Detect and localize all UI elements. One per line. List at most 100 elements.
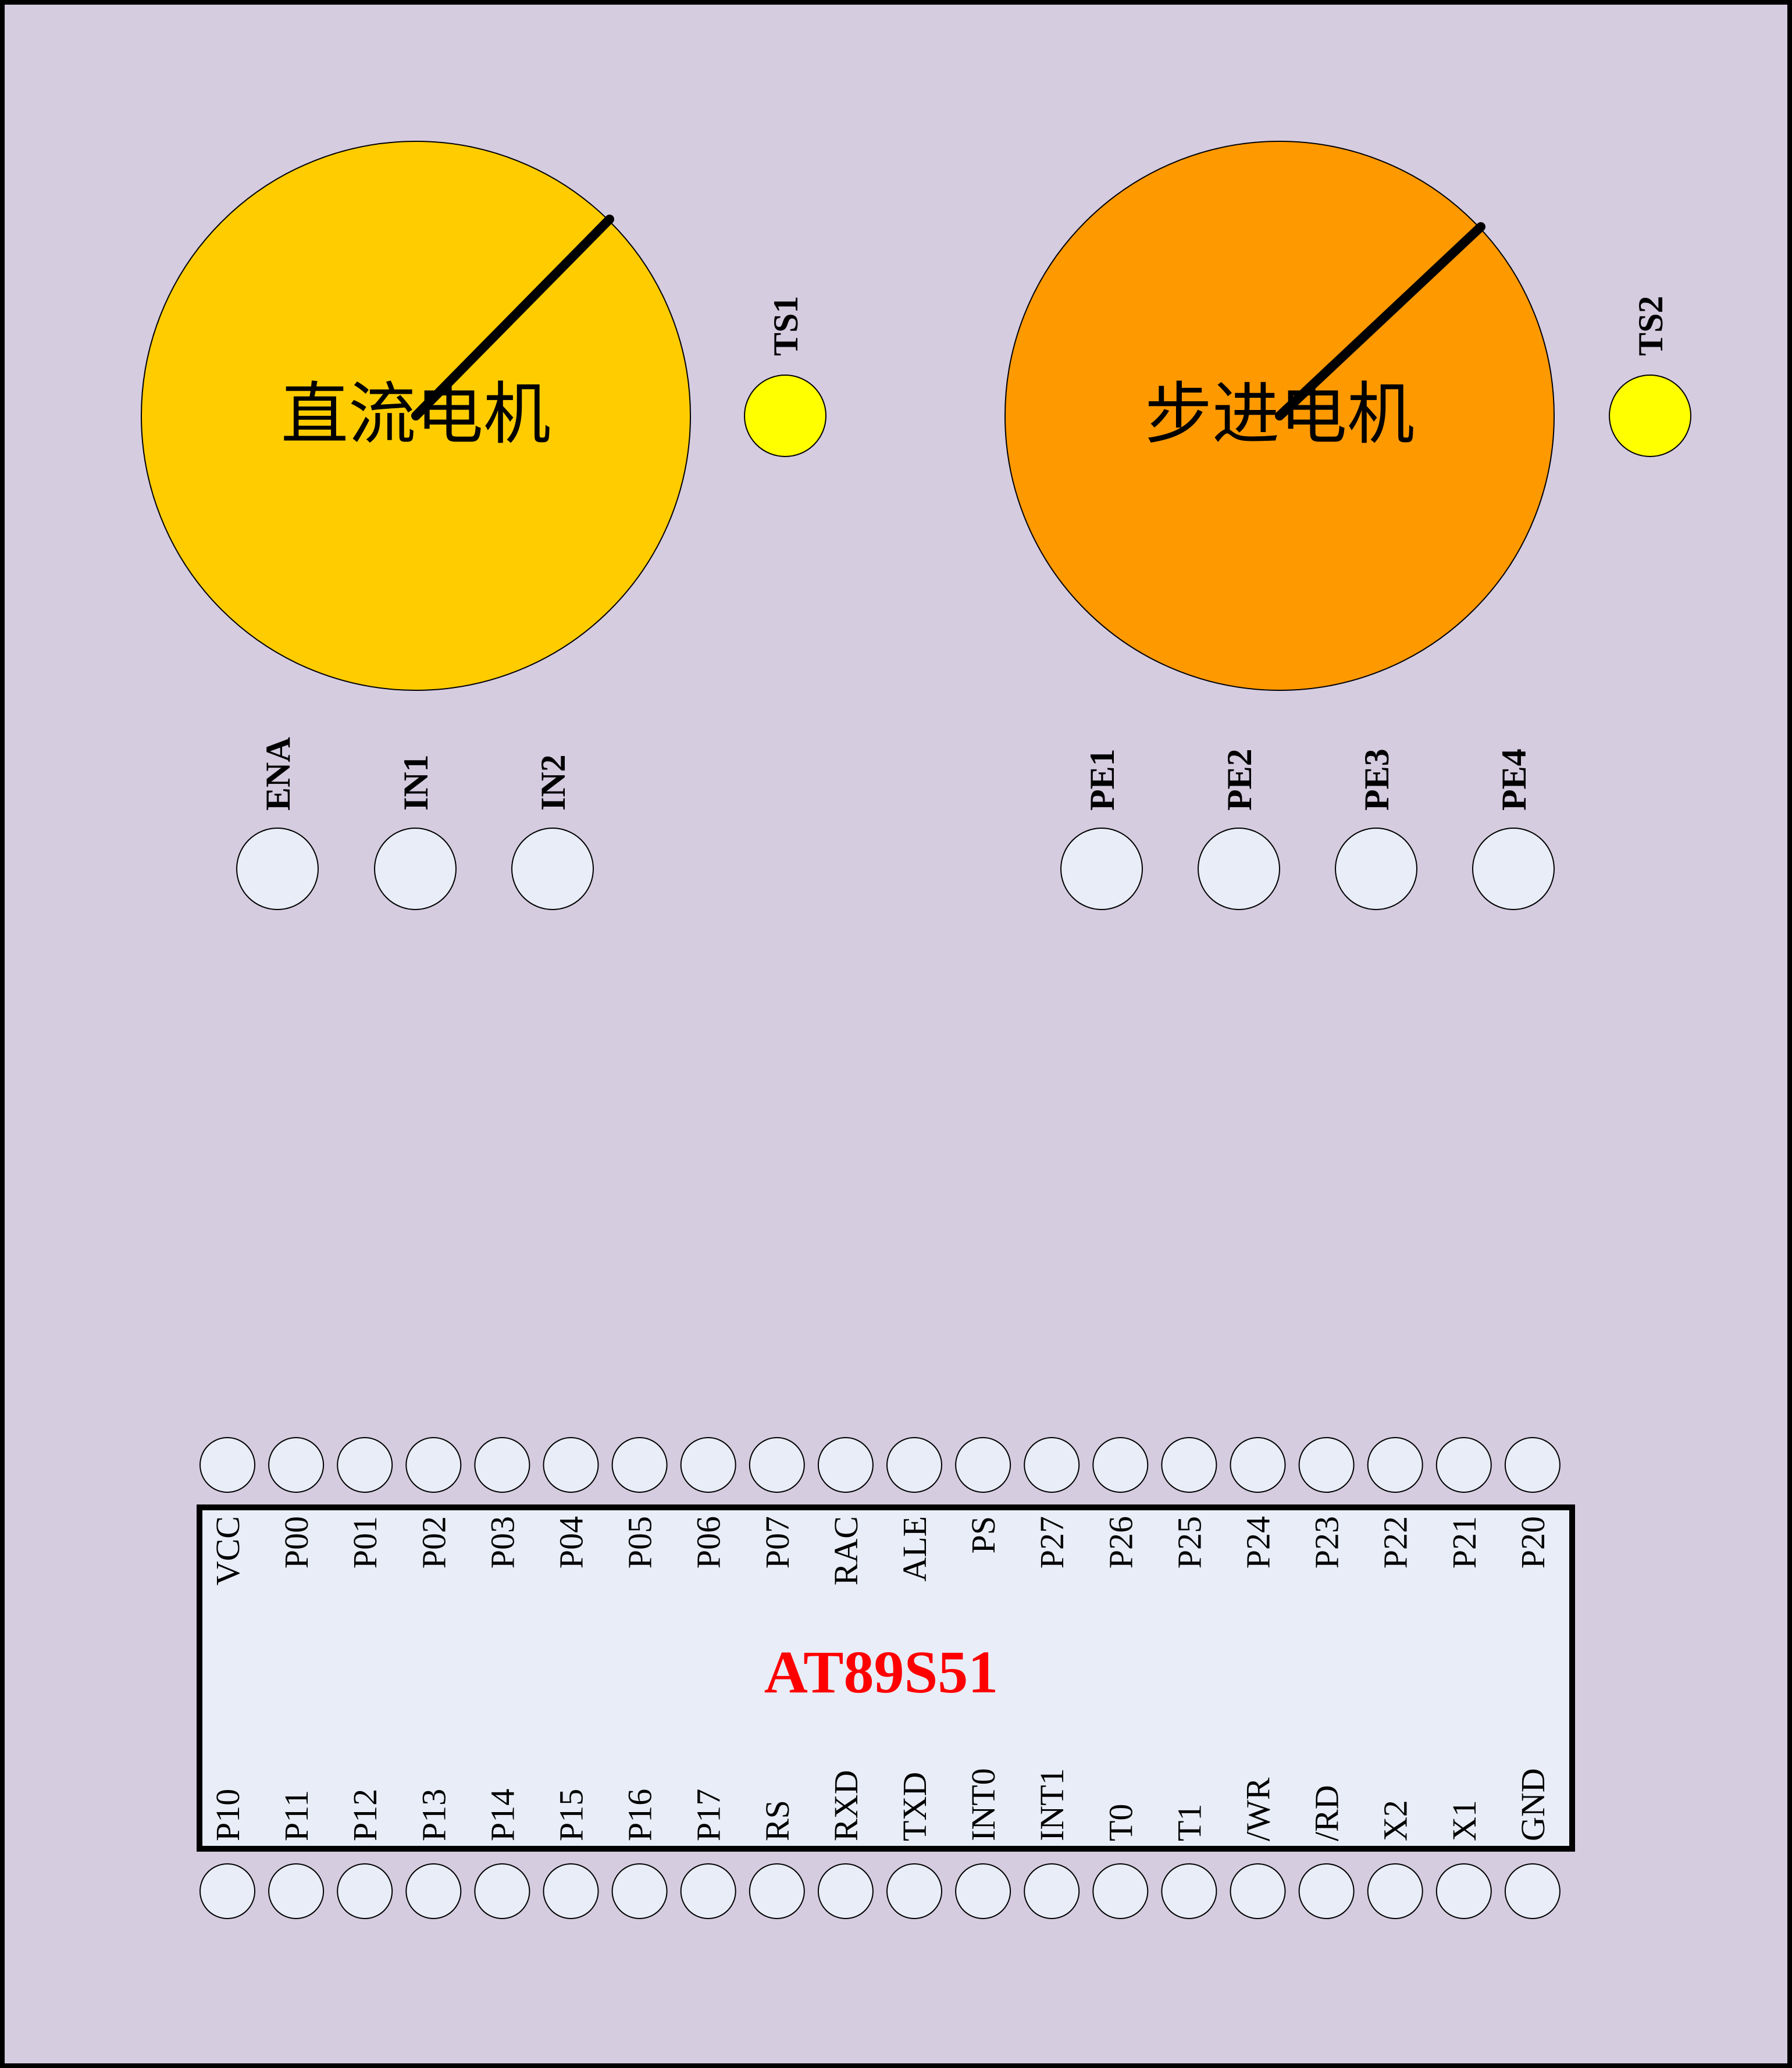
pin-p10-terminal[interactable]: [199, 1863, 255, 1919]
pin-vcc-label: VCC: [209, 1516, 247, 1585]
terminal-ena-label: ENA: [259, 737, 297, 811]
pin-p10-label: P10: [209, 1789, 247, 1841]
terminal-pe3[interactable]: [1335, 828, 1417, 910]
pin-p25-terminal[interactable]: [1161, 1437, 1217, 1493]
pin-x2-label: X2: [1377, 1800, 1415, 1841]
stepper-motor-pointer: [1275, 222, 1485, 420]
pin-rs-label: RS: [758, 1800, 796, 1841]
pin-p21-terminal[interactable]: [1435, 1437, 1492, 1493]
ts1-label: TS1: [767, 296, 805, 356]
pin-p00-label: P00: [277, 1516, 315, 1568]
pin-x2-terminal[interactable]: [1367, 1863, 1423, 1919]
pin-p05-label: P05: [621, 1516, 659, 1568]
pin-p21-label: P21: [1445, 1516, 1483, 1568]
pin-p27-label: P27: [1033, 1516, 1071, 1568]
pin-rs-terminal[interactable]: [749, 1863, 805, 1919]
terminal-pe1[interactable]: [1060, 828, 1143, 910]
pin-p26-terminal[interactable]: [1092, 1437, 1149, 1493]
pin-rxd-label: RXD: [827, 1770, 865, 1841]
pin-p13-label: P13: [415, 1789, 453, 1841]
pin-p27-terminal[interactable]: [1024, 1437, 1080, 1493]
terminal-pe4[interactable]: [1472, 828, 1555, 910]
pin-p07-label: P07: [758, 1516, 796, 1568]
pin-p02-label: P02: [415, 1516, 453, 1568]
pin-t1-label: T1: [1170, 1804, 1208, 1841]
pin-p01-terminal[interactable]: [337, 1437, 393, 1493]
pin-p17-label: P17: [690, 1789, 728, 1841]
ts2-label: TS2: [1631, 296, 1670, 356]
pin-p11-terminal[interactable]: [268, 1863, 325, 1919]
pin-p26-label: P26: [1102, 1516, 1139, 1568]
terminal-pe1-label: PE1: [1083, 748, 1121, 811]
pin-vcc-terminal[interactable]: [199, 1437, 255, 1493]
pin-p14-terminal[interactable]: [474, 1863, 530, 1919]
pin-gnd-terminal[interactable]: [1504, 1863, 1561, 1919]
pin-ps-label: PS: [964, 1516, 1002, 1554]
pin-p23-label: P23: [1308, 1516, 1346, 1568]
pin-ale-terminal[interactable]: [886, 1437, 942, 1493]
pin-p15-terminal[interactable]: [543, 1863, 599, 1919]
dc-motor: 直流电机: [141, 141, 691, 691]
pin-p16-label: P16: [621, 1789, 659, 1841]
terminal-in1-label: IN1: [397, 754, 435, 811]
pin-p03-terminal[interactable]: [474, 1437, 530, 1493]
pin-p25-label: P25: [1170, 1516, 1208, 1568]
pin-p24-terminal[interactable]: [1230, 1437, 1286, 1493]
pin-p02-terminal[interactable]: [405, 1437, 462, 1493]
pin-p22-terminal[interactable]: [1367, 1437, 1423, 1493]
terminal-in1[interactable]: [374, 828, 457, 910]
terminal-pe2-label: PE2: [1220, 748, 1259, 811]
pin-p01-label: P01: [346, 1516, 384, 1568]
pin-t0-terminal[interactable]: [1092, 1863, 1149, 1919]
pin-t0-label: T0: [1102, 1804, 1139, 1841]
pin-p06-label: P06: [690, 1516, 728, 1568]
pin-int1-label: INT1: [1033, 1768, 1071, 1841]
pin-rd-terminal[interactable]: [1298, 1863, 1355, 1919]
pin-gnd-label: GND: [1514, 1768, 1552, 1841]
pin-ps-terminal[interactable]: [955, 1437, 1011, 1493]
pin-p13-terminal[interactable]: [405, 1863, 462, 1919]
pin-wr-terminal[interactable]: [1230, 1863, 1286, 1919]
pin-int0-label: INT0: [964, 1768, 1002, 1841]
pin-p14-label: P14: [483, 1789, 521, 1841]
terminal-in2[interactable]: [511, 828, 594, 910]
terminal-pe4-label: PE4: [1495, 748, 1533, 811]
pin-wr-label: /WR: [1239, 1777, 1277, 1841]
dc-motor-pointer: [411, 215, 614, 420]
pin-rac-terminal[interactable]: [817, 1437, 874, 1493]
pin-p06-terminal[interactable]: [680, 1437, 736, 1493]
pin-p05-terminal[interactable]: [611, 1437, 668, 1493]
chip-title: AT89S51: [764, 1639, 999, 1706]
pin-p22-label: P22: [1377, 1516, 1415, 1568]
pin-p17-terminal[interactable]: [680, 1863, 736, 1919]
stepper-motor: 步进电机: [1004, 141, 1555, 691]
pin-p00-terminal[interactable]: [268, 1437, 325, 1493]
pin-int1-terminal[interactable]: [1024, 1863, 1080, 1919]
chip-body: [197, 1504, 1575, 1852]
ts2-indicator: TS2: [1609, 296, 1691, 457]
pin-p16-terminal[interactable]: [611, 1863, 668, 1919]
pin-txd-terminal[interactable]: [886, 1863, 942, 1919]
pin-p07-terminal[interactable]: [749, 1437, 805, 1493]
ts1-indicator: TS1: [744, 296, 826, 457]
pin-p12-label: P12: [346, 1789, 384, 1841]
pin-p12-terminal[interactable]: [337, 1863, 393, 1919]
pin-t1-terminal[interactable]: [1161, 1863, 1217, 1919]
pin-p04-terminal[interactable]: [543, 1437, 599, 1493]
pin-p20-terminal[interactable]: [1504, 1437, 1561, 1493]
terminal-pe3-label: PE3: [1358, 748, 1396, 811]
pin-x1-terminal[interactable]: [1435, 1863, 1492, 1919]
pin-p04-label: P04: [553, 1516, 590, 1568]
ts1-lamp: [744, 375, 826, 457]
terminal-ena[interactable]: [236, 828, 319, 910]
terminal-pe2[interactable]: [1198, 828, 1280, 910]
pin-int0-terminal[interactable]: [955, 1863, 1011, 1919]
pin-rxd-terminal[interactable]: [817, 1863, 874, 1919]
pin-p23-terminal[interactable]: [1298, 1437, 1355, 1493]
pin-txd-label: TXD: [896, 1772, 934, 1841]
terminal-in2-label: IN2: [534, 754, 572, 811]
pin-rd-label: /RD: [1308, 1785, 1346, 1841]
